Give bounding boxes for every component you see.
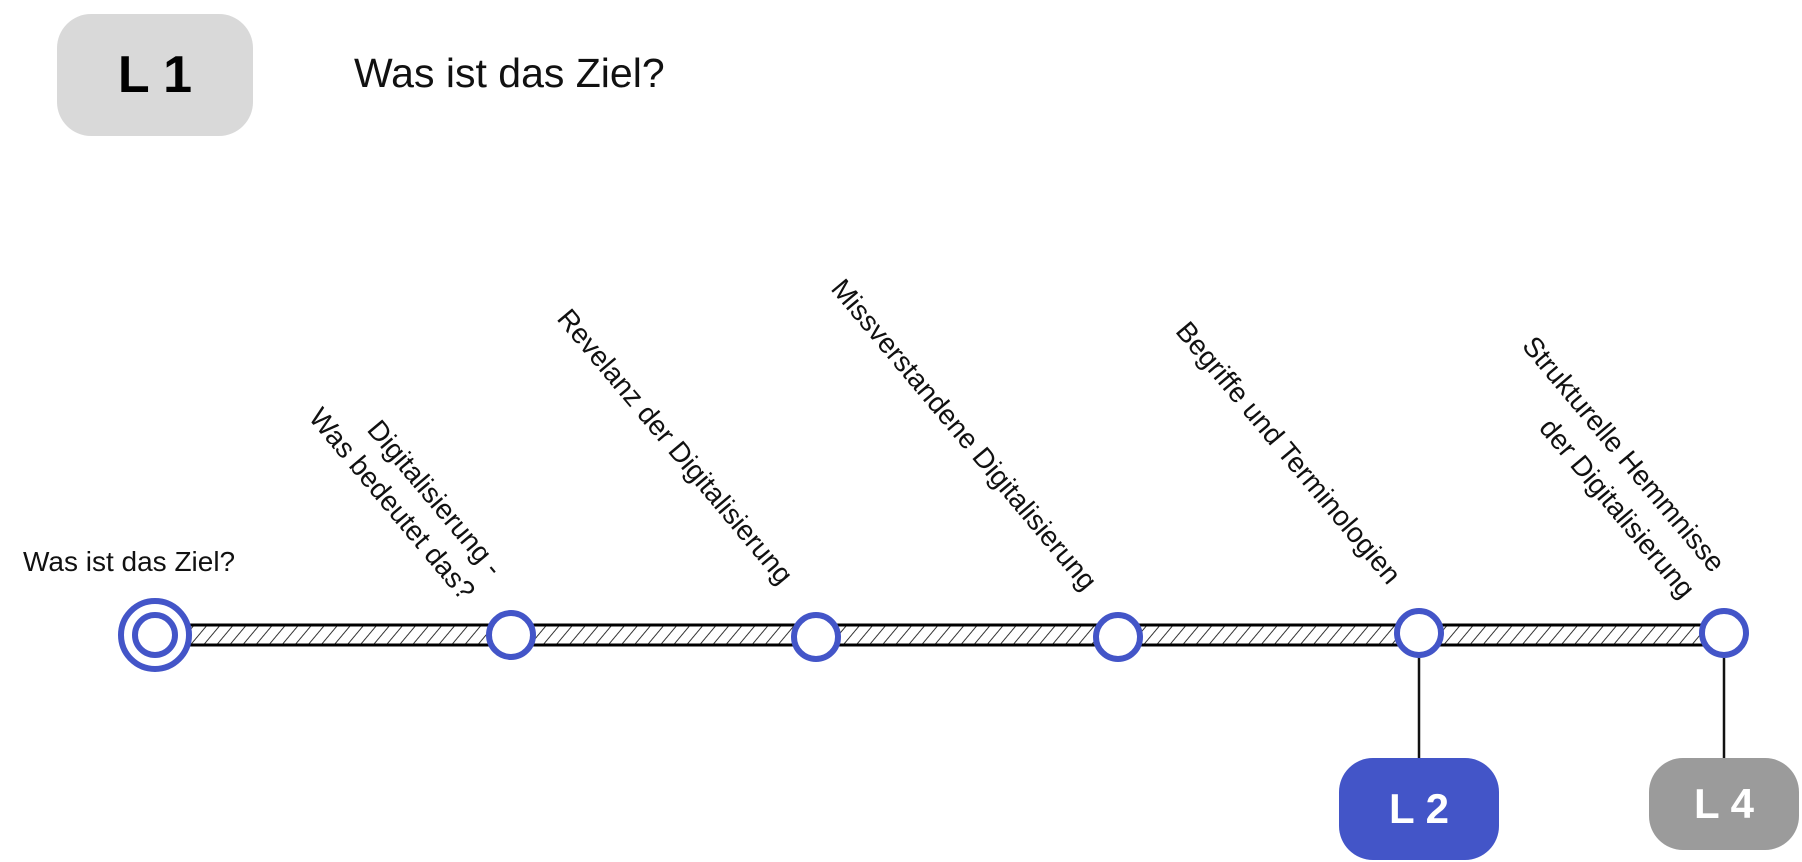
station-node-3[interactable] <box>1093 612 1143 662</box>
station-label-3: Missverstandene Digitalisierung <box>825 273 1103 596</box>
page-title: Was ist das Ziel? <box>354 50 665 96</box>
station-label-5-line-1: Strukturelle Hemmnisse <box>1516 330 1731 578</box>
level-link-l4[interactable]: L 4 <box>1649 758 1799 850</box>
level-badge-l1: L 1 <box>57 14 253 136</box>
station-label-2: Revelanz der Digitalisierung <box>551 303 799 590</box>
timeline-track <box>153 623 1726 647</box>
level-link-l2[interactable]: L 2 <box>1339 758 1499 860</box>
station-node-5[interactable] <box>1699 608 1749 658</box>
station-node-1[interactable] <box>486 610 536 660</box>
start-node-inner <box>132 612 178 658</box>
station-node-2[interactable] <box>791 612 841 662</box>
start-label: Was ist das Ziel? <box>23 546 235 577</box>
station-label-4: Begriffe und Terminologien <box>1170 316 1407 590</box>
station-node-4[interactable] <box>1394 608 1444 658</box>
